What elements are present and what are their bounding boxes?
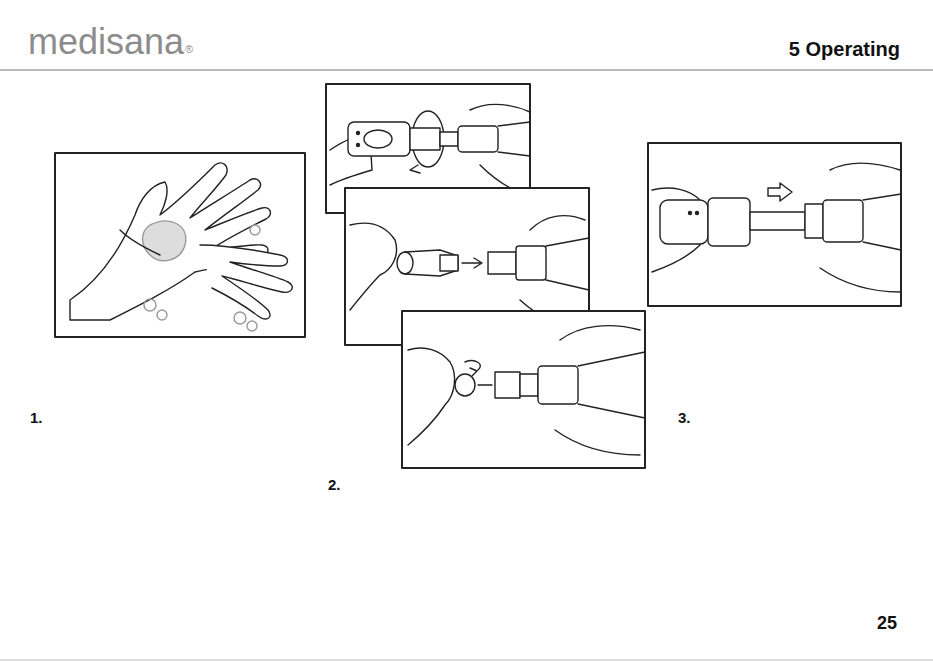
page-number: 25	[877, 614, 897, 632]
header-rule	[0, 69, 933, 70]
registered-mark: ®	[185, 44, 193, 55]
step-number: 1.	[30, 410, 43, 425]
cap-attach-figure	[648, 143, 901, 306]
brand-logo: medisana	[28, 24, 184, 60]
section-heading: 5 Operating	[789, 39, 900, 59]
step-number: 3.	[678, 410, 691, 425]
step-number: 2.	[328, 477, 341, 492]
footer-rule	[0, 660, 933, 661]
hand-washing-figure	[55, 153, 305, 337]
lancet-cap-figure	[402, 311, 645, 468]
